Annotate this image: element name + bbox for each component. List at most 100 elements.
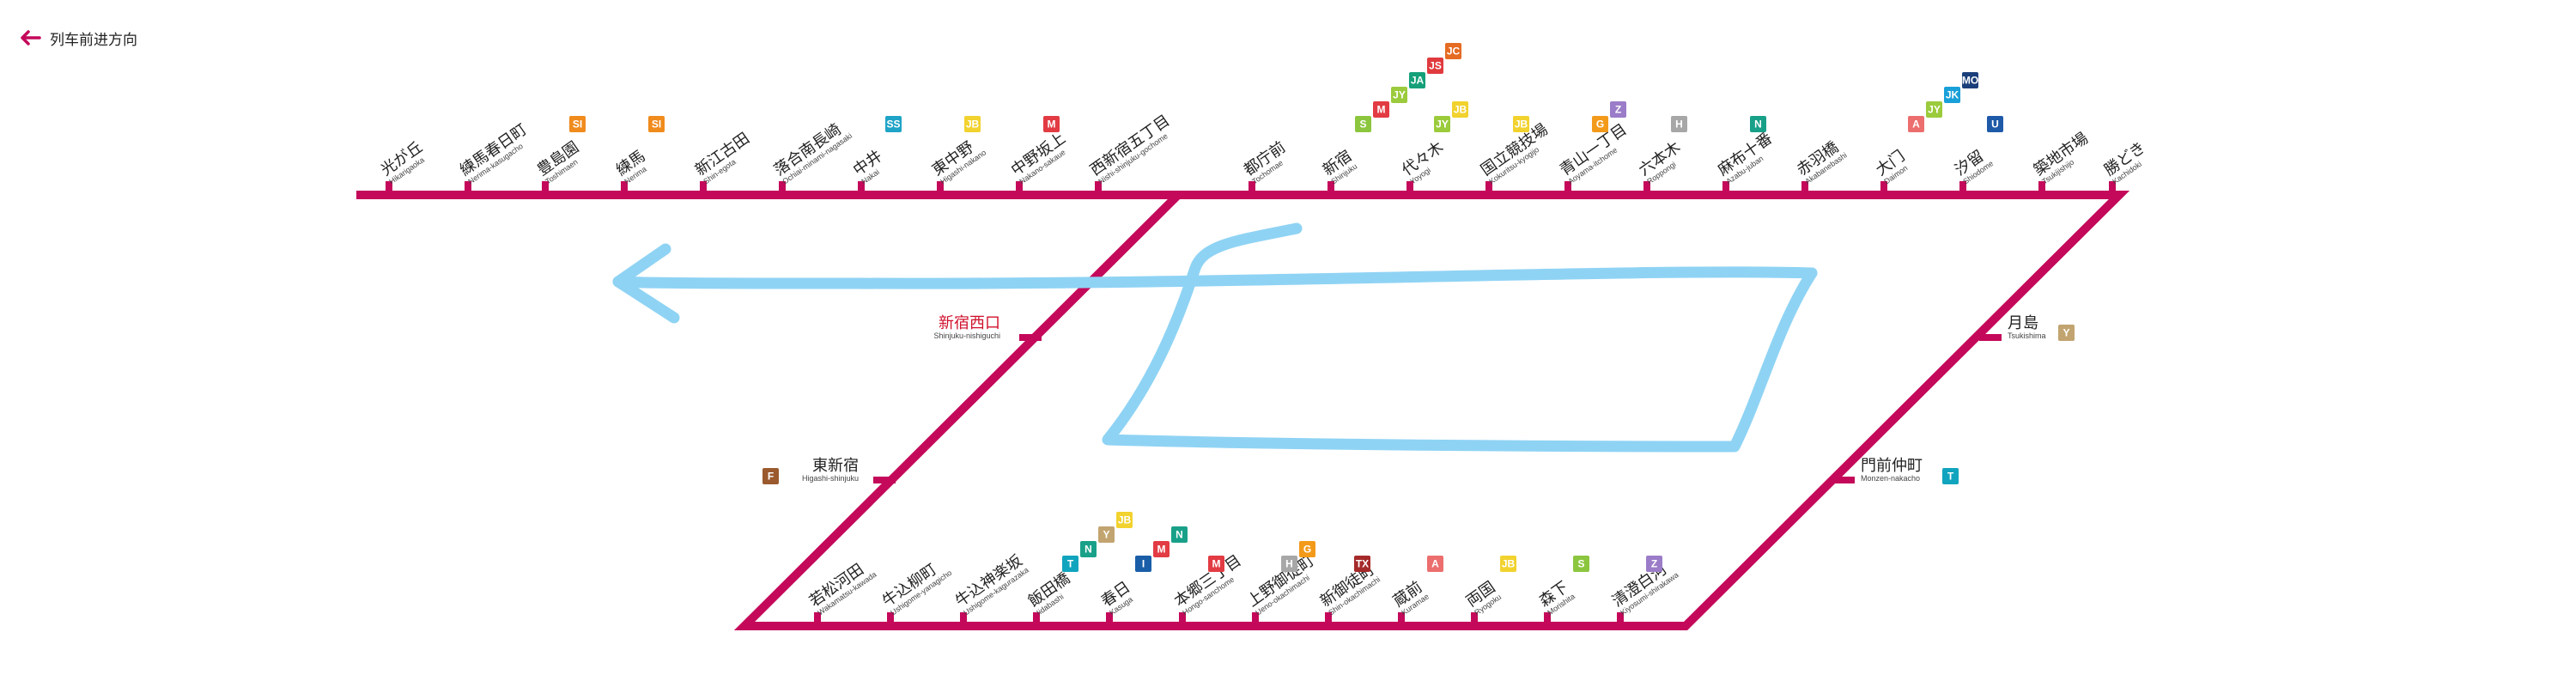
line-badge-n: N [1750,116,1766,132]
drawn-arrow-shaft [612,266,1818,289]
line-badge-i: I [1135,556,1151,572]
station-tick [1544,612,1551,623]
line-badge-ss: SS [885,116,902,132]
line-badge-h: H [1671,116,1687,132]
station-name: 西新宿五丁目 [1087,112,1174,179]
station-tick [960,612,967,623]
station-tick [1832,477,1855,483]
line-badge-box [1500,556,1516,572]
station-tick [1959,181,1966,192]
line-badge-box [1427,58,1443,74]
line-badge-si: SI [569,116,586,132]
line-badge-box [569,116,586,132]
line-badge-a: A [1908,116,1924,132]
station-tick [1617,612,1624,623]
line-badge-code: S [1577,558,1584,570]
station-tick [779,181,786,192]
station-tick [621,181,628,192]
line-badge-code: SS [886,119,900,131]
line-badge-box [1987,116,2003,132]
line-badge-box [885,116,902,132]
line-badge-jy: JY [1391,87,1407,103]
line-badge-code: JY [1928,104,1941,116]
line-badge-box [1355,116,1371,132]
line-badge-box [762,468,779,484]
line-badge-code: G [1596,119,1604,131]
line-badge-code: Z [1651,558,1657,570]
line-badge-t: T [1942,468,1959,484]
line-badge-box [1409,72,1425,88]
line-badge-jb: JB [964,116,981,132]
line-badge-code: MO [1962,75,1978,87]
line-badge-box [1452,101,1468,118]
line-badge-box [1080,541,1097,557]
line-badge-m: M [1043,116,1060,132]
line-badge-code: I [1142,558,1145,570]
line-badge-y: Y [1098,526,1115,543]
line-badge-box [1610,101,1626,118]
line-badge-code: M [1377,104,1386,116]
station-tick [1325,612,1332,623]
line-badge-box [1434,116,1450,132]
line-badge-box [1062,556,1078,572]
station-tick [2038,181,2045,192]
line-badge-s: S [1573,556,1589,572]
line-badge-code: T [1947,471,1954,483]
line-badge-code: U [1991,119,1999,131]
station-tick [1033,612,1040,623]
station-tick [386,181,392,192]
line-badge-code: F [768,471,774,483]
line-badge-box [1354,556,1370,572]
line-badge-jy: JY [1926,101,1942,118]
line-badge-n: N [1171,526,1188,543]
line-badge-box [1043,116,1060,132]
station-tick [1471,612,1478,623]
station-tick [1252,612,1259,623]
station-tick [2109,181,2116,192]
station-tick [1880,181,1887,192]
line-badge-box [1098,526,1115,543]
line-badge-code: JB [966,119,980,131]
line-badge-code: N [1176,529,1183,541]
station-tick [1179,612,1186,623]
line-badge-js: JS [1427,58,1443,74]
station-tick [937,181,944,192]
station-name: 東新宿 [812,457,859,475]
station-tick [1406,181,1413,192]
direction-legend: 列车前进方向 [19,26,137,50]
line-badge-code: M [1157,544,1166,556]
line-badge-box [1750,116,1766,132]
